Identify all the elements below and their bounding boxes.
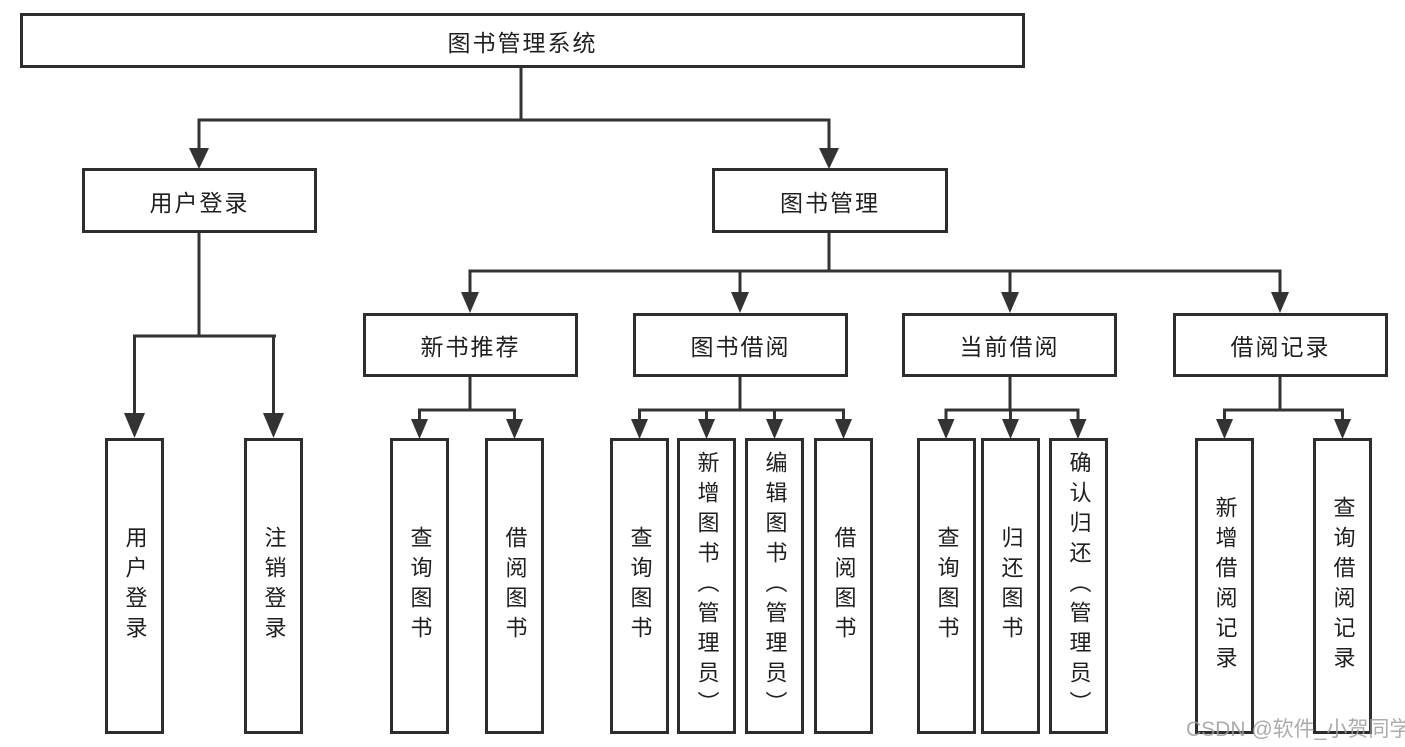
- node-new-book-recommend-label: 新书推荐: [420, 334, 521, 360]
- leaf-bb-query-book-label: 查询图书: [627, 526, 653, 646]
- node-book-borrow-label: 图书借阅: [690, 334, 791, 360]
- node-book-management: 图书管理: [712, 168, 948, 233]
- node-borrow-records: 借阅记录: [1173, 313, 1388, 377]
- leaf-cb-confirm-return-admin: 确认归还（管理员）: [1049, 438, 1108, 734]
- leaf-nb-query-book: 查询图书: [390, 438, 449, 734]
- edge-user-login-children: [124, 232, 284, 438]
- edge-root-to-level2: [189, 66, 839, 169]
- node-borrow-records-label: 借阅记录: [1230, 334, 1331, 360]
- node-root: 图书管理系统: [20, 13, 1025, 68]
- edge-book-management-children: [461, 232, 1289, 313]
- leaf-nb-borrow-book-label: 借阅图书: [502, 526, 528, 646]
- leaf-br-query-record: 查询借阅记录: [1313, 438, 1372, 734]
- leaf-cb-confirm-return-admin-label: 确认归还（管理员）: [1066, 451, 1092, 721]
- leaf-bb-edit-book-admin-label: 编辑图书（管理员）: [762, 451, 788, 721]
- leaf-bb-add-book-admin: 新增图书（管理员）: [677, 438, 736, 734]
- leaf-bb-borrow-book: 借阅图书: [814, 438, 873, 734]
- leaf-br-add-record-label: 新增借阅记录: [1212, 496, 1238, 676]
- leaf-user-login-label: 用户登录: [122, 526, 148, 646]
- node-book-borrow: 图书借阅: [633, 313, 848, 377]
- watermark: CSDN @软件_小贺同学: [1186, 718, 1405, 741]
- leaf-br-query-record-label: 查询借阅记录: [1330, 496, 1356, 676]
- leaf-nb-query-book-label: 查询图书: [407, 526, 433, 646]
- node-new-book-recommend: 新书推荐: [363, 313, 578, 377]
- leaf-cb-return-book-label: 归还图书: [998, 526, 1024, 646]
- edge-book-borrow-children: [631, 377, 852, 439]
- leaf-bb-query-book: 查询图书: [610, 438, 669, 734]
- leaf-user-login: 用户登录: [105, 438, 164, 734]
- leaf-bb-add-book-admin-label: 新增图书（管理员）: [694, 451, 720, 721]
- leaf-cb-return-book: 归还图书: [981, 438, 1040, 734]
- leaf-cb-query-book: 查询图书: [917, 438, 976, 734]
- leaf-br-add-record: 新增借阅记录: [1195, 438, 1254, 734]
- leaf-bb-borrow-book-label: 借阅图书: [831, 526, 857, 646]
- node-user-login: 用户登录: [82, 168, 317, 233]
- leaf-logout-label: 注销登录: [261, 526, 287, 646]
- node-user-login-label: 用户登录: [149, 189, 250, 216]
- node-root-label: 图书管理系统: [447, 29, 598, 56]
- edge-current-borrow-children: [937, 377, 1087, 439]
- node-book-management-label: 图书管理: [780, 189, 880, 216]
- leaf-logout: 注销登录: [244, 438, 303, 734]
- node-current-borrow-label: 当前借阅: [959, 334, 1060, 360]
- leaf-cb-query-book-label: 查询图书: [934, 526, 960, 646]
- leaf-bb-edit-book-admin: 编辑图书（管理员）: [745, 438, 804, 734]
- edge-borrow-records-children: [1216, 377, 1351, 439]
- node-current-borrow: 当前借阅: [902, 313, 1117, 377]
- leaf-nb-borrow-book: 借阅图书: [485, 438, 544, 734]
- edge-new-book-children: [411, 377, 523, 439]
